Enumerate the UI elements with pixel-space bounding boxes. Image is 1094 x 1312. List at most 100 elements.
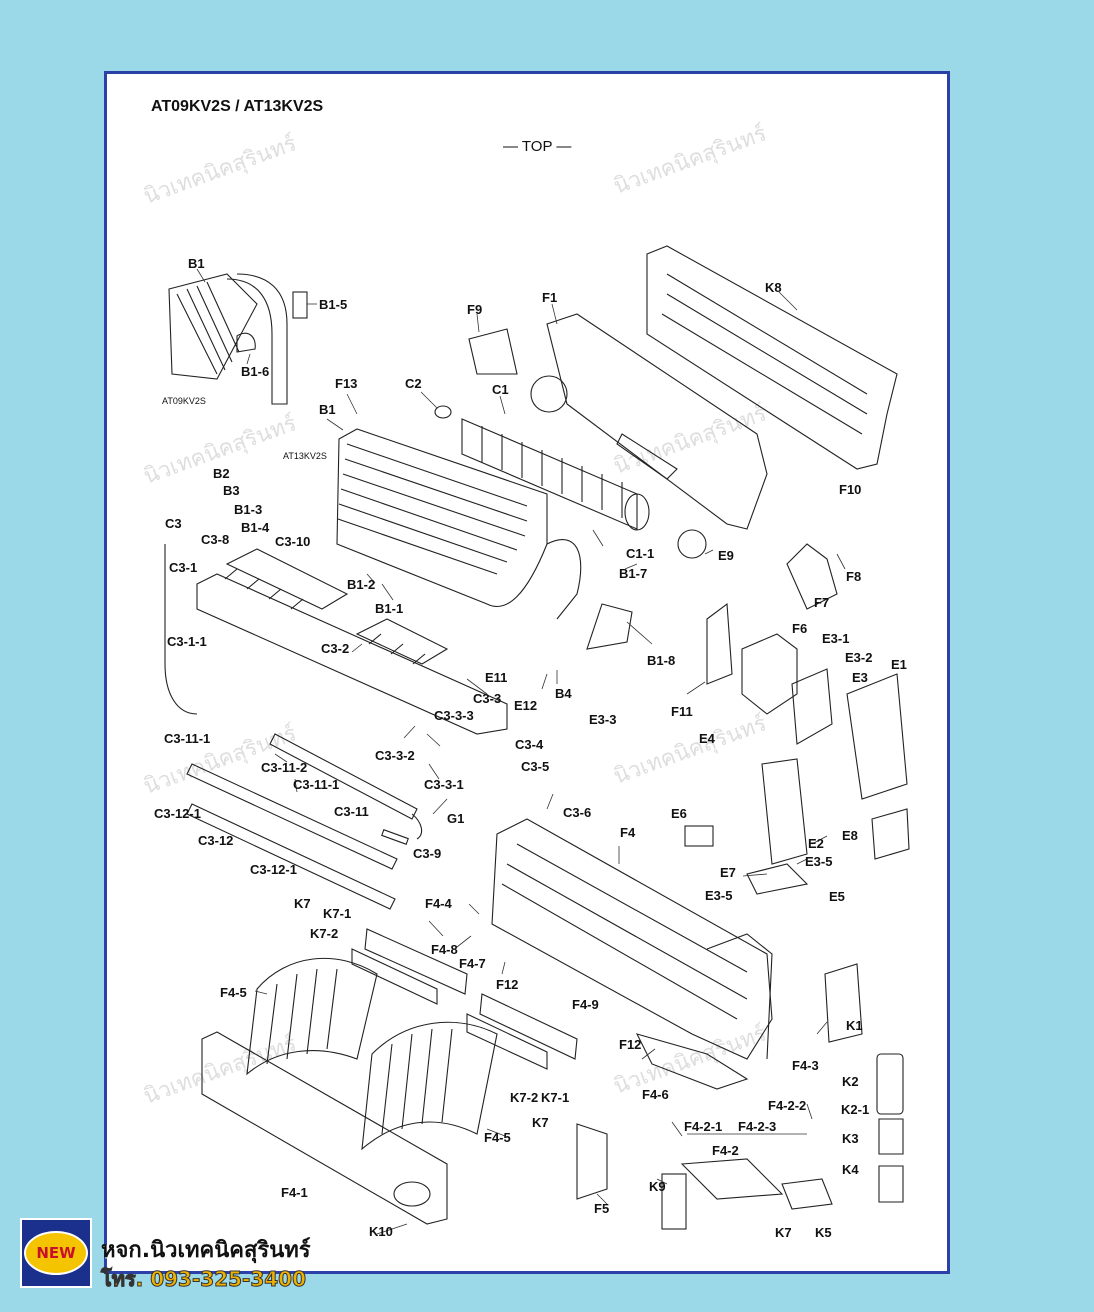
evaporator-small	[168, 273, 288, 405]
drain-hose	[269, 733, 423, 840]
c3-9-part	[381, 829, 409, 845]
part-label: K7	[775, 1225, 792, 1240]
watermark: นิวเทคนิคสุรินทร์	[141, 1031, 301, 1109]
part-label: E3-5	[805, 854, 832, 869]
part-label: K5	[815, 1225, 832, 1240]
c2-bearing	[434, 405, 452, 419]
part-label: E3-2	[845, 650, 872, 665]
part-label: E11	[485, 670, 507, 685]
air-filters	[246, 957, 498, 1151]
part-label: F4-5	[220, 985, 247, 1000]
part-label: F4-8	[431, 942, 458, 957]
part-label: K2-1	[841, 1102, 869, 1117]
part-label: C3-11-2	[261, 760, 307, 775]
remote-and-accessories	[824, 963, 904, 1203]
part-label: C2	[405, 376, 422, 391]
shop-logo: NEW	[20, 1218, 92, 1288]
part-label: C3-1	[169, 560, 197, 575]
part-label: B1	[319, 402, 336, 417]
part-label: G1	[447, 811, 464, 826]
part-label: F4-2-1	[684, 1119, 722, 1134]
part-label: E3	[852, 670, 868, 685]
part-label: E2	[808, 836, 824, 851]
variant-label: AT13KV2S	[283, 451, 327, 461]
watermark: นิวเทคนิคสุรินทร์	[611, 121, 771, 199]
rear-chassis	[530, 313, 768, 530]
display-panel-and-caps	[576, 1033, 833, 1230]
part-label: F9	[467, 302, 482, 317]
part-label: C3-5	[521, 759, 549, 774]
part-label: C3-11-1	[293, 777, 339, 792]
part-label: C3-11-1	[164, 731, 210, 746]
part-label: K7-1	[323, 906, 351, 921]
part-label: B1-8	[647, 653, 675, 668]
exploded-view-drawing: นิวเทคนิคสุรินทร์ นิวเทคนิคสุรินทร์ นิวเ…	[141, 121, 910, 1240]
part-label: E4	[699, 731, 716, 746]
part-label: C3-11	[334, 804, 369, 819]
part-label: C3-3-2	[375, 748, 415, 763]
part-label: C3-4	[515, 737, 544, 752]
part-label: K9	[649, 1179, 666, 1194]
part-label: F4	[620, 825, 636, 840]
part-label: B1-6	[241, 364, 269, 379]
shop-name: หจก.นิวเทคนิคสุรินทร์	[101, 1238, 311, 1263]
part-label: F11	[671, 704, 693, 719]
cross-flow-fan	[461, 418, 650, 531]
part-label: K7-2	[310, 926, 338, 941]
part-label: F5	[594, 1201, 609, 1216]
part-label: E7	[720, 865, 736, 880]
part-label: F12	[496, 977, 518, 992]
part-label: F6	[792, 621, 807, 636]
part-label: E3-5	[705, 888, 732, 903]
part-label: C3	[165, 516, 182, 531]
part-label: F4-3	[792, 1058, 819, 1073]
part-label: F4-4	[425, 896, 453, 911]
part-label: C3-8	[201, 532, 229, 547]
part-label: K3	[842, 1131, 859, 1146]
part-label: C3-1-1	[167, 634, 207, 649]
mounting-plate	[646, 245, 898, 470]
electrical-components	[586, 529, 838, 895]
part-label: F4-6	[642, 1087, 669, 1102]
part-label: C3-3	[473, 691, 501, 706]
part-label: F4-1	[281, 1185, 308, 1200]
part-label: C3-12	[198, 833, 233, 848]
part-label: E1	[891, 657, 907, 672]
part-label: B1-1	[375, 601, 403, 616]
part-label: B2	[213, 466, 230, 481]
evaporator-large	[336, 428, 582, 620]
deodorizing-filters	[351, 928, 578, 1070]
part-label: F4-9	[572, 997, 599, 1012]
part-label: C1	[492, 382, 509, 397]
part-label: F4-2-2	[768, 1098, 806, 1113]
b1-5-pad	[292, 291, 308, 319]
part-label: F4-2	[712, 1143, 739, 1158]
watermark: นิวเทคนิคสุรินทร์	[611, 401, 771, 479]
part-label: K7	[532, 1115, 549, 1130]
part-label: K10	[369, 1224, 393, 1239]
horizontal-louver	[186, 763, 398, 910]
part-label: K7-1	[541, 1090, 569, 1105]
part-label: F1	[542, 290, 557, 305]
watermark-group: นิวเทคนิคสุรินทร์ นิวเทคนิคสุรินทร์ นิวเ…	[141, 121, 771, 1109]
part-label: C3-12-1	[250, 862, 297, 877]
f9-bracket	[468, 328, 518, 375]
part-label: F13	[335, 376, 357, 391]
front-grille	[201, 1031, 448, 1225]
part-label: E9	[718, 548, 734, 563]
part-label: K2	[842, 1074, 859, 1089]
part-label: F4-5	[484, 1130, 511, 1145]
logo-badge: NEW	[24, 1231, 88, 1275]
part-label: K7-2	[510, 1090, 538, 1105]
part-label: C3-2	[321, 641, 349, 656]
part-label: C1-1	[626, 546, 654, 561]
leader-lines	[196, 268, 846, 1235]
part-label: C3-6	[563, 805, 591, 820]
part-label: F4-7	[459, 956, 486, 971]
part-label: E6	[671, 806, 687, 821]
part-label: B1-2	[347, 577, 375, 592]
part-label: C3-10	[275, 534, 310, 549]
part-label: F7	[814, 595, 829, 610]
part-label: E8	[842, 828, 858, 843]
watermark: นิวเทคนิคสุรินทร์	[611, 711, 771, 789]
